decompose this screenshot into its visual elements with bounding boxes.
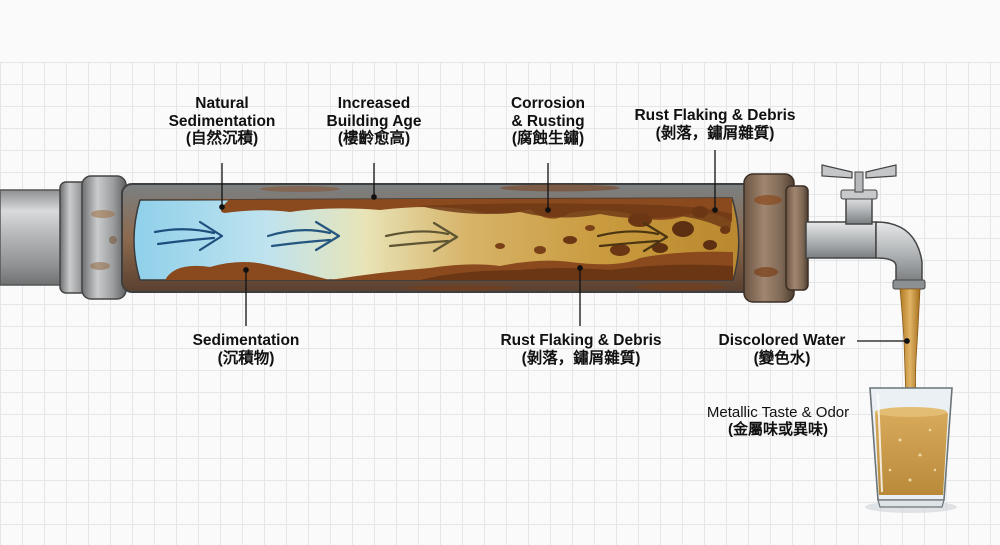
glass-of-water [865,387,957,513]
discolored-water-stream [899,288,921,401]
label-line: Corrosion [510,95,586,112]
label-discolored-water: Discolored Water (變色水) [702,332,862,367]
callout-leader-lines [219,150,910,344]
label-line: (剝落，鏽屑雜質) [655,124,775,142]
label-rust-flaking-bottom: Rust Flaking & Debris (剝落，鏽屑雜質) [486,332,676,367]
label-line: Sedimentation [192,332,300,349]
label-line: Metallic Taste & Odor [706,404,850,421]
flow-arrows [153,220,669,253]
label-line: (金屬味或異味) [728,420,828,438]
label-line: Rust Flaking & Debris [500,332,662,349]
flow-arrow-2 [266,220,341,252]
label-line: (變色水) [753,349,811,367]
label-line: (樓齡愈高) [337,130,411,147]
label-line: (剝落，鏽屑雜質) [521,349,641,367]
label-line: (腐蝕生鏽) [511,130,585,147]
top-rust-layer [140,198,732,232]
left-coupling [59,175,127,300]
rust-debris-particles [495,206,730,256]
flow-arrow-1 [153,220,224,252]
inlet-pipe [0,189,71,286]
label-line: Discolored Water [718,332,846,349]
label-line: Natural [195,95,249,112]
flow-arrow-3 [384,221,459,253]
background-grid [0,62,1000,545]
right-coupling [743,173,809,303]
faucet [805,164,926,290]
label-line: & Rusting [511,112,585,130]
label-line: Sedimentation [168,112,276,130]
flow-arrow-4 [596,221,669,253]
label-line: (自然沉積) [185,130,259,147]
label-line: (沉積物) [217,349,275,367]
label-rust-flaking-top: Rust Flaking & Debris (剝落，鏽屑雜質) [620,107,810,142]
label-natural-sedimentation: Natural Sedimentation (自然沉積) [152,95,292,148]
label-line: Increased [337,95,411,112]
label-corrosion-rusting: Corrosion & Rusting (腐蝕生鏽) [478,95,618,148]
label-line: Building Age [326,112,422,130]
label-line: Rust Flaking & Debris [634,107,796,124]
label-increased-building-age: Increased Building Age (樓齡愈高) [304,95,444,148]
label-metallic-taste-odor: Metallic Taste & Odor (金屬味或異味) [688,404,868,439]
label-sedimentation: Sedimentation (沉積物) [176,332,316,367]
